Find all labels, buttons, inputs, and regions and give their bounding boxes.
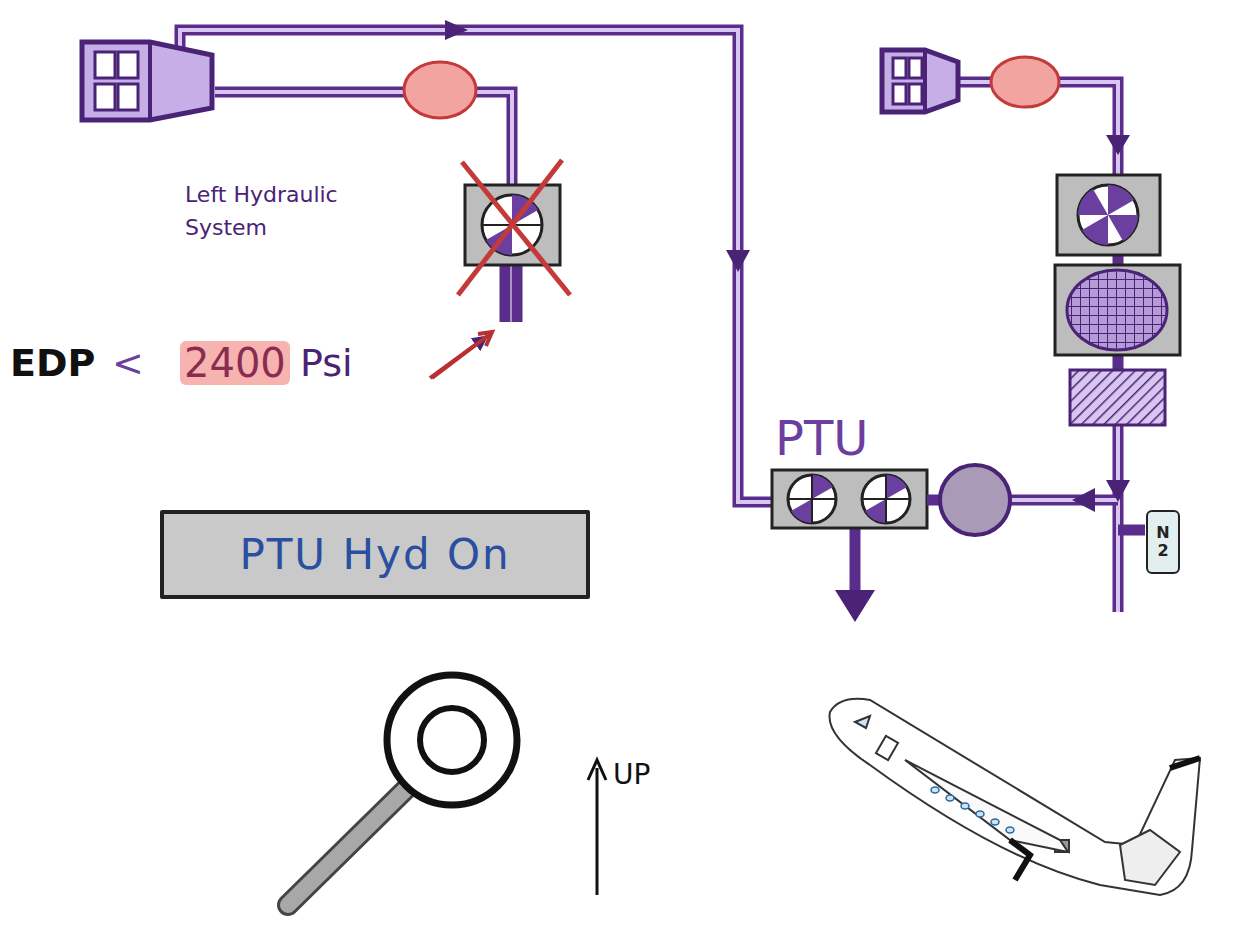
left-engine	[82, 42, 476, 120]
node-text: PTU Hyd On	[239, 530, 510, 579]
component-label: PTU	[775, 412, 868, 465]
node-text: N2	[1155, 524, 1171, 559]
nitrogen-charge: N2	[1146, 510, 1180, 574]
system-label: Left Hydraulic System	[185, 178, 375, 244]
unit-label: Psi	[300, 343, 353, 385]
right-system	[882, 50, 1180, 425]
ptu-selector	[288, 675, 606, 905]
callout-arrow	[432, 334, 490, 378]
direction-label: UP	[613, 760, 650, 791]
airplane	[830, 699, 1201, 895]
ptu-unit	[772, 465, 1010, 535]
callout-arrowhead	[478, 332, 492, 346]
pressure-label: EDP	[10, 343, 95, 385]
comparison-sign: <	[112, 343, 144, 385]
failed-pump	[458, 160, 570, 295]
pressure-value: 2400	[180, 341, 290, 385]
status-message: PTU Hyd On	[160, 510, 590, 599]
